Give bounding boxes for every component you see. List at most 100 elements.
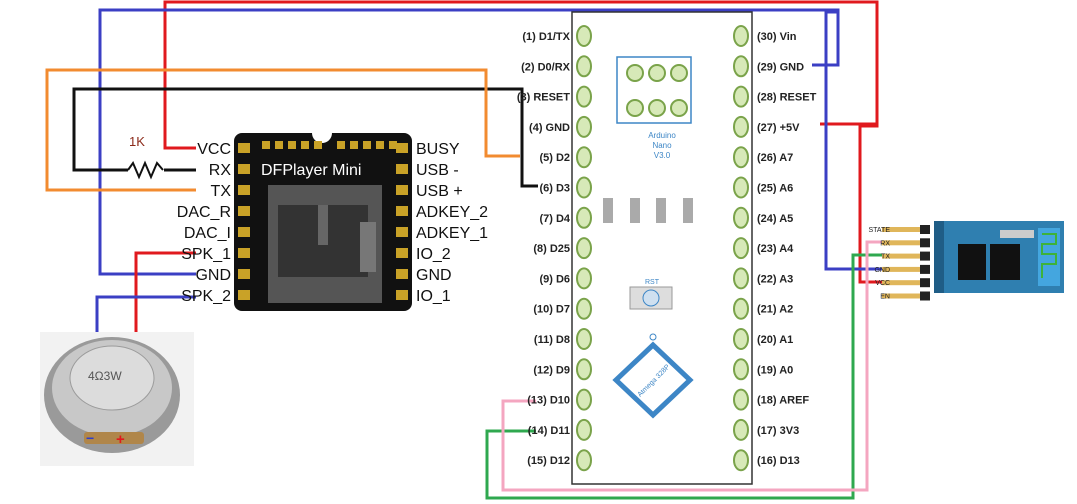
dfplayer-pin-pad — [238, 227, 250, 237]
wire-vcc-red — [163, 0, 879, 150]
wire-tx-orange — [45, 68, 520, 192]
dfplayer-top-pad — [363, 141, 371, 149]
dfplayer-pin-label-left: GND — [195, 267, 231, 284]
dfplayer-pin-pad — [238, 164, 250, 174]
wire-gnd-blue — [98, 8, 840, 276]
dfplayer-pin-label-right: IO_2 — [416, 246, 451, 263]
nano-pin-pad — [733, 418, 749, 441]
bt-pin — [882, 253, 930, 259]
dfplayer-pin-pad — [396, 269, 408, 279]
nano-pin-pad — [733, 85, 749, 108]
nano-pin-label-right: (30) Vin — [757, 31, 797, 43]
wire-bt-gnd-blue — [824, 10, 882, 271]
nano-pin-label-right: (23) A4 — [757, 243, 794, 255]
icsp-pin — [626, 64, 644, 82]
dfplayer-pin-label-left: VCC — [197, 141, 231, 158]
nano-pin-pad — [576, 237, 592, 260]
dfplayer-pin-label-left: TX — [211, 183, 232, 200]
sd-card-contact — [318, 205, 328, 245]
nano-pin-label-left: (9) D6 — [539, 273, 570, 285]
resistor-zigzag — [127, 160, 164, 180]
nano-pin-label-right: (17) 3V3 — [757, 425, 799, 437]
chip-dot — [649, 333, 657, 341]
rst-button — [642, 289, 660, 307]
nano-pin-pad — [576, 267, 592, 290]
nano-pin-label-right: (19) A0 — [757, 364, 793, 376]
bt-pins — [882, 225, 930, 301]
dfplayer-top-pad — [337, 141, 345, 149]
nano-pin-label-right: (28) RESET — [757, 92, 817, 104]
nano-right-pads — [733, 25, 749, 472]
nano-pin-pad — [733, 206, 749, 229]
nano-pin-label-right: (16) D13 — [757, 455, 800, 467]
nano-pin-pad — [576, 418, 592, 441]
dfplayer-top-pad — [301, 141, 309, 149]
dfplayer-pin-label-left: DAC_I — [184, 225, 231, 242]
nano-pin-label-right: (26) A7 — [757, 152, 793, 164]
nano-pin-pad — [733, 328, 749, 350]
nano-pin-label-left: (1) D1/TX — [522, 31, 570, 43]
nano-pin-pad — [576, 25, 592, 47]
nano-pin-label-left: (5) D2 — [539, 152, 570, 164]
nano-pin-label-left: (3) RESET — [517, 92, 570, 104]
bt-pin — [882, 280, 930, 286]
bt-pin-label: EN — [880, 294, 890, 301]
bt-pin-label: TX — [881, 254, 890, 261]
bt-pin-housing — [920, 291, 930, 301]
bt-pin-housing — [920, 225, 930, 234]
dfplayer-pin-pad — [238, 248, 250, 258]
icsp-pin — [670, 99, 688, 117]
dfplayer-pin-pad — [238, 185, 250, 195]
nano-pin-pad — [733, 25, 749, 47]
speaker-terminal-plus: + — [116, 431, 125, 448]
bt-pin-housing — [920, 251, 930, 261]
nano-pin-pad — [733, 146, 749, 169]
nano-board-text-3: V3.0 — [654, 151, 671, 160]
wire-d11-green — [485, 253, 882, 500]
nano-pin-pad — [576, 115, 592, 138]
nano-pin-pad — [576, 176, 592, 199]
dfplayer-top-pad — [376, 141, 384, 149]
speaker-cone — [69, 345, 155, 411]
nano-pin-pad — [733, 115, 749, 138]
icsp-pin — [648, 64, 666, 82]
nano-left-pads — [576, 25, 592, 472]
speaker-terminal-minus: − — [86, 430, 94, 446]
dfplayer-left-pads — [238, 141, 322, 300]
bt-pin — [882, 266, 930, 272]
nano-pin-pad — [733, 267, 749, 290]
nano-pin-label-right: (18) AREF — [757, 395, 809, 407]
bt-pin — [882, 240, 930, 246]
bt-chip — [958, 244, 986, 280]
dfplayer-pin-pad — [396, 206, 408, 216]
smd-component — [656, 198, 666, 223]
atmega-chip — [612, 341, 694, 419]
smd-component — [630, 198, 640, 223]
nano-pin-label-left: (15) D12 — [527, 455, 570, 467]
nano-pin-label-right: (24) A5 — [757, 213, 793, 225]
dfplayer-pin-label-right: BUSY — [416, 141, 460, 158]
dfplayer-pin-label-right: ADKEY_2 — [416, 204, 488, 221]
wire-d10-pink — [501, 240, 882, 492]
nano-pin-pad — [733, 297, 749, 320]
smd-component — [683, 198, 693, 223]
bt-pin-housing — [920, 238, 930, 248]
bt-pin — [882, 227, 930, 232]
sd-card-contact — [360, 222, 376, 272]
nano-pin-label-right: (29) GND — [757, 61, 804, 73]
dfplayer-pin-label-left: SPK_1 — [181, 246, 231, 263]
dfplayer-pin-pad — [396, 185, 408, 195]
nano-right-labels: (30) Vin(29) GND(28) RESET(27) +5V(26) A… — [757, 31, 817, 467]
nano-pin-label-left: (12) D9 — [533, 364, 570, 376]
nano-pin-label-left: (2) D0/RX — [521, 61, 571, 73]
nano-left-labels: (1) D1/TX(2) D0/RX(3) RESET(4) GND(5) D2… — [517, 31, 571, 467]
nano-pin-pad — [576, 358, 592, 381]
smd-component — [603, 198, 613, 223]
nano-pin-label-right: (22) A3 — [757, 273, 793, 285]
bt-chip-2 — [990, 244, 1020, 280]
dfplayer-pin-pad — [238, 290, 250, 300]
